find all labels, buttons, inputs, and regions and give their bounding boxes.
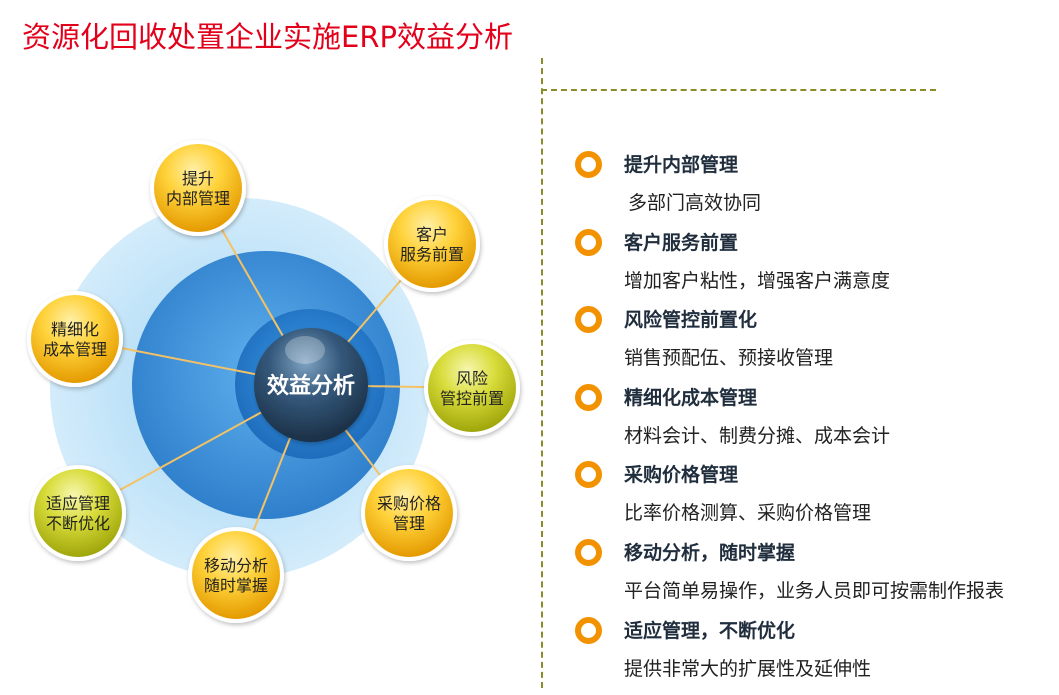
- vertical-divider: [541, 58, 543, 688]
- item-title: 采购价格管理: [624, 464, 739, 487]
- item-title: 风险管控前置化: [624, 309, 758, 332]
- node-circle: [388, 200, 476, 288]
- item-title: 适应管理，不断优化: [624, 619, 796, 642]
- node-label: 内部管理: [166, 189, 230, 208]
- circle-bullet-icon: [575, 228, 602, 256]
- node-label: 管控前置: [440, 389, 504, 408]
- item-desc: 提供非常大的扩展性及延伸性: [624, 657, 872, 680]
- circle-bullet-icon: [575, 306, 602, 334]
- benefit-list: 提升内部管理 多部门高效协同 客户服务前置 增加客户粘性，增强客户满意度 风险管…: [574, 146, 1054, 689]
- list-item: 风险管控前置化 销售预配伍、预接收管理: [574, 301, 1054, 379]
- item-title: 移动分析，随时掌握: [624, 541, 796, 564]
- benefit-diagram: 提升内部管理客户服务前置风险管控前置采购价格管理移动分析随时掌握适应管理不断优化…: [27, 140, 520, 623]
- list-item: 精细化成本管理 材料会计、制费分摊、成本会计: [574, 379, 1054, 457]
- node-label: 客户: [416, 225, 448, 244]
- item-desc: 销售预配伍、预接收管理: [624, 347, 834, 370]
- item-desc: 比率价格测算、采购价格管理: [624, 502, 872, 525]
- circle-bullet-icon: [575, 538, 602, 566]
- node-circle: [154, 144, 242, 232]
- node-label: 服务前置: [400, 245, 464, 264]
- item-desc: 增加客户粘性，增强客户满意度: [624, 269, 891, 292]
- circle-bullet-icon: [575, 461, 602, 489]
- circle-bullet-icon: [575, 383, 602, 411]
- diagram-node: 风险管控前置: [424, 340, 520, 436]
- node-circle: [34, 469, 122, 557]
- node-label: 管理: [393, 514, 425, 533]
- page-title: 资源化回收处置企业实施ERP效益分析: [22, 20, 513, 54]
- node-circle: [192, 531, 280, 619]
- list-item: 客户服务前置 增加客户粘性，增强客户满意度: [574, 224, 1054, 302]
- node-circle: [31, 295, 119, 383]
- node-label: 风险: [456, 369, 488, 388]
- node-label: 采购价格: [377, 494, 441, 513]
- item-desc: 多部门高效协同: [628, 192, 762, 214]
- item-title: 客户服务前置: [624, 231, 739, 254]
- node-circle: [428, 344, 516, 432]
- list-item: 采购价格管理 比率价格测算、采购价格管理: [574, 456, 1054, 534]
- node-label: 移动分析: [204, 556, 268, 575]
- center-node: 效益分析: [254, 328, 368, 442]
- node-label: 随时掌握: [204, 576, 268, 595]
- center-label: 效益分析: [267, 373, 355, 399]
- list-item: 提升内部管理 多部门高效协同: [574, 146, 1054, 224]
- item-desc: 平台简单易操作，业务人员即可按需制作报表: [624, 579, 1005, 602]
- list-item: 移动分析，随时掌握 平台简单易操作，业务人员即可按需制作报表: [574, 534, 1054, 612]
- circle-bullet-icon: [575, 616, 602, 644]
- horizontal-divider: [541, 89, 936, 91]
- node-label: 适应管理: [46, 494, 110, 513]
- diagram-node: 采购价格管理: [361, 465, 457, 561]
- item-desc: 材料会计、制费分摊、成本会计: [624, 424, 891, 447]
- diagram-node: 精细化成本管理: [27, 291, 123, 387]
- node-label: 提升: [182, 169, 214, 188]
- diagram-node: 提升内部管理: [150, 140, 246, 236]
- node-label: 不断优化: [46, 514, 110, 533]
- node-circle: [365, 469, 453, 557]
- nodes: 提升内部管理客户服务前置风险管控前置采购价格管理移动分析随时掌握适应管理不断优化…: [27, 140, 520, 623]
- node-label: 精细化: [51, 320, 99, 339]
- item-title: 提升内部管理: [624, 154, 739, 176]
- item-title: 精细化成本管理: [624, 386, 758, 409]
- circle-bullet-icon: [575, 151, 602, 178]
- diagram-node: 客户服务前置: [384, 196, 480, 292]
- node-label: 成本管理: [43, 340, 107, 359]
- list-item: 适应管理，不断优化 提供非常大的扩展性及延伸性: [574, 612, 1054, 690]
